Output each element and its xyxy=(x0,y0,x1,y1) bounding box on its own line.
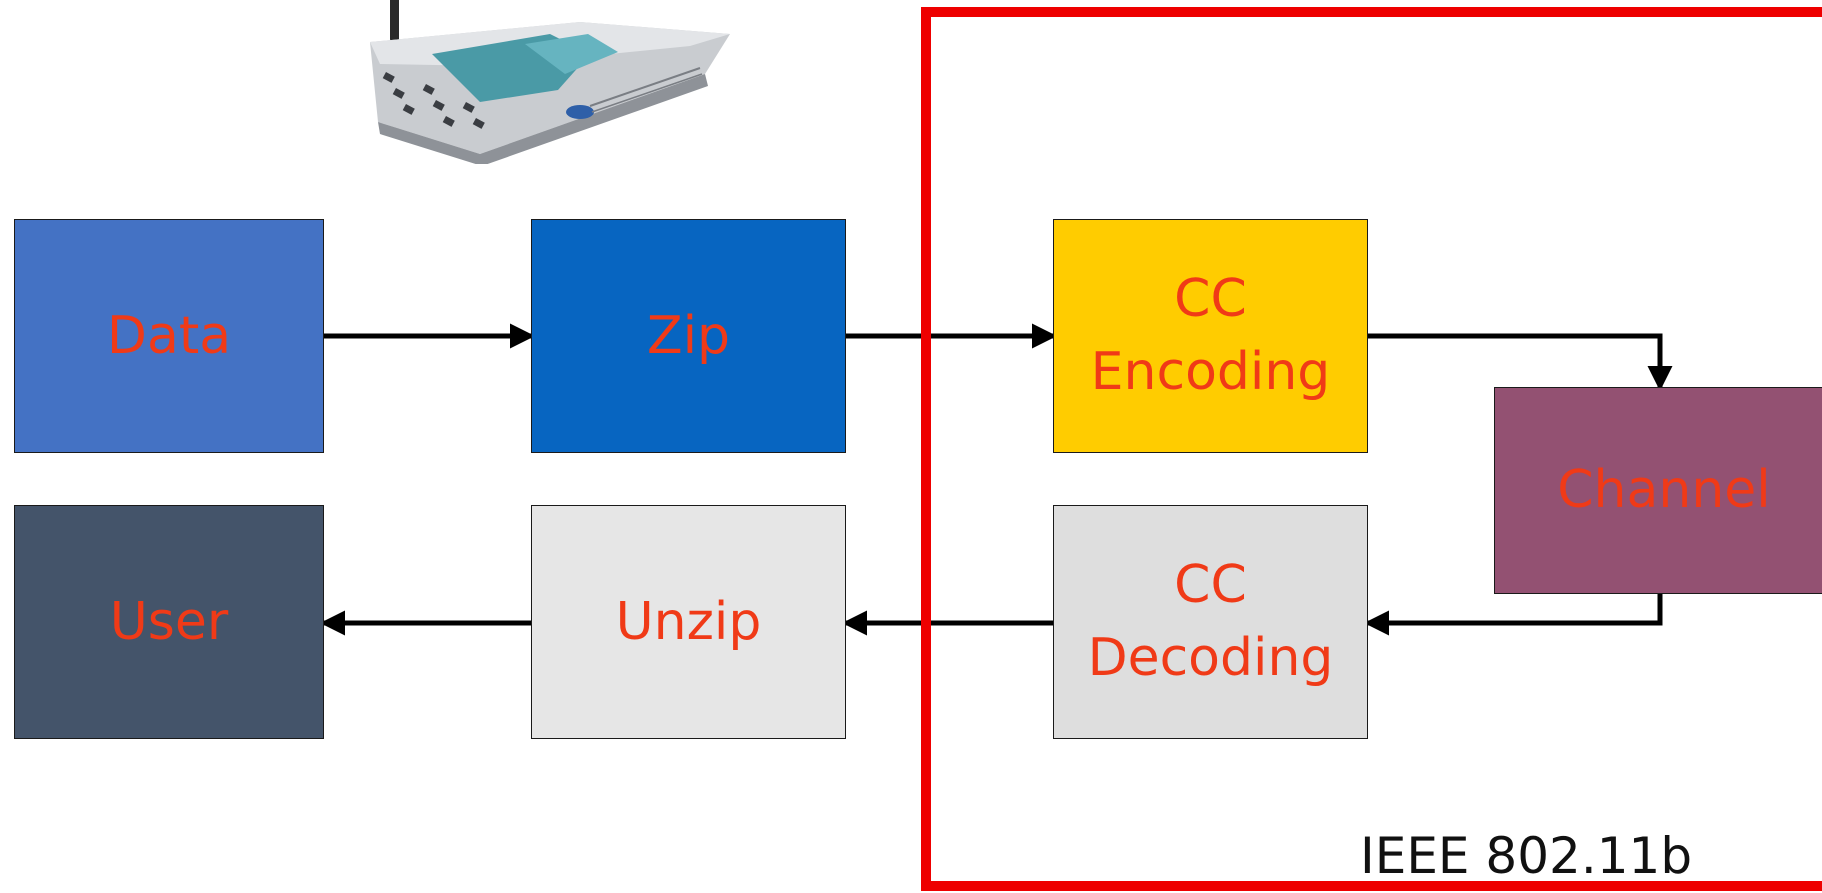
user-block-label: User xyxy=(109,591,229,652)
cc-encoding-block: CC Encoding xyxy=(1053,219,1368,453)
ieee-standard-frame xyxy=(921,7,1822,891)
cc-encoding-block-label: CC Encoding xyxy=(1090,269,1331,402)
channel-block-label: Channel xyxy=(1557,460,1771,521)
unzip-block-label: Unzip xyxy=(615,591,762,652)
channel-block: Channel xyxy=(1494,387,1822,594)
user-block: User xyxy=(14,505,324,739)
ieee-standard-label: IEEE 802.11b xyxy=(1360,827,1693,885)
wireless-router-image xyxy=(370,0,730,164)
zip-block-label: Zip xyxy=(646,305,731,366)
data-block-label: Data xyxy=(106,305,232,366)
cc-decoding-block-label: CC Decoding xyxy=(1087,555,1334,688)
cc-decoding-block: CC Decoding xyxy=(1053,505,1368,739)
zip-block: Zip xyxy=(531,219,846,453)
unzip-block: Unzip xyxy=(531,505,846,739)
data-block: Data xyxy=(14,219,324,453)
